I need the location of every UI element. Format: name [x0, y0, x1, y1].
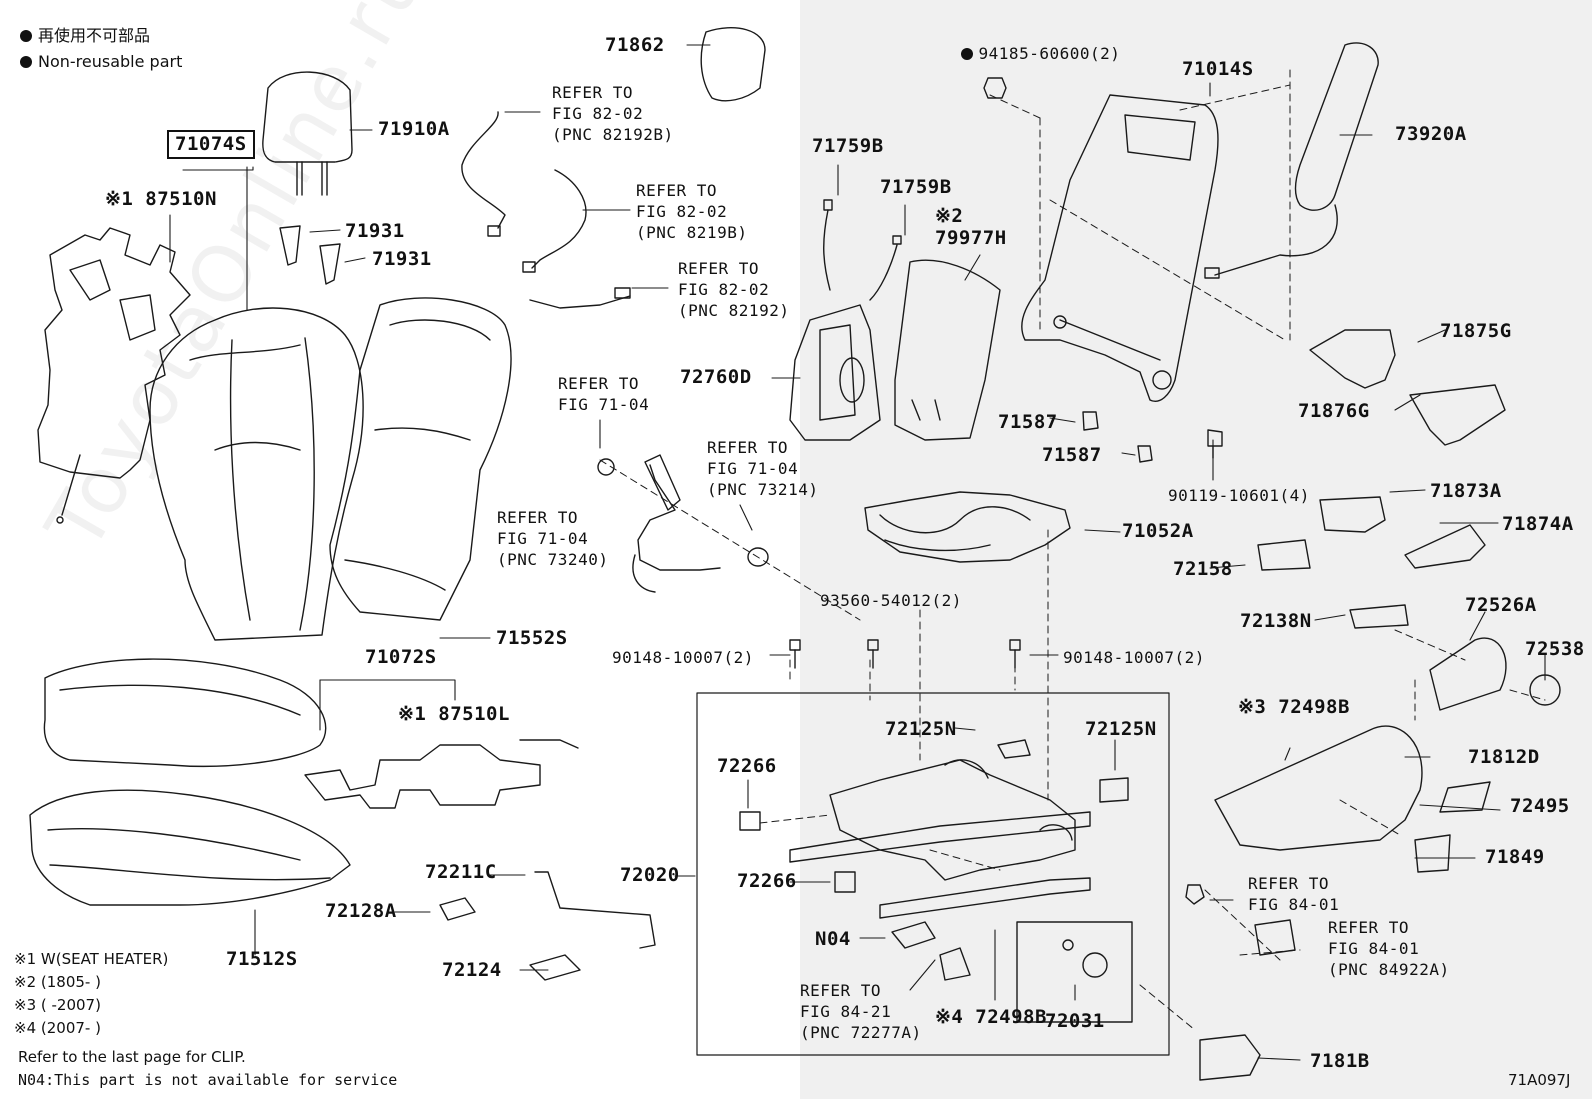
part-label-71876G[interactable]: 71876G [1298, 400, 1370, 422]
part-label-72266[interactable]: 72266 [717, 755, 777, 777]
part-label-72211C[interactable]: 72211C [425, 861, 497, 883]
part-label-72266[interactable]: 72266 [737, 870, 797, 892]
part-label-71759B[interactable]: 71759B [880, 176, 952, 198]
non-reusable-dot-icon [960, 48, 973, 60]
part-label-71874A[interactable]: 71874A [1502, 513, 1574, 535]
reference-82192B[interactable]: REFER TO FIG 82-02 (PNC 82192B) [552, 83, 674, 144]
part-label-71052A[interactable]: 71052A [1122, 520, 1194, 542]
part-label-71873A[interactable]: 71873A [1430, 480, 1502, 502]
part-label-N04[interactable]: N04 [815, 928, 851, 950]
non-reusable-dot-icon [20, 30, 32, 42]
legend-line-1: 再使用不可部品 [20, 28, 150, 44]
cushion-cover [43, 658, 327, 767]
footnote-3: ※3 ( -2007) [14, 996, 101, 1014]
part-label-94185[interactable]: 94185-60600(2) [920, 22, 1120, 85]
part-label-71552S[interactable]: 71552S [496, 627, 568, 649]
part-label-71759B[interactable]: 71759B [812, 135, 884, 157]
reference-71-04[interactable]: REFER TO FIG 71-04 [558, 374, 650, 414]
part-label-71812D[interactable]: 71812D [1468, 746, 1540, 768]
part-label-71875G[interactable]: 71875G [1440, 320, 1512, 342]
part-label-93560[interactable]: 93560-54012(2) [820, 591, 962, 610]
part-label-72031[interactable]: 72031 [1045, 1010, 1105, 1032]
part-label-72125N[interactable]: 72125N [1085, 718, 1157, 740]
non-reusable-dot-icon [20, 56, 32, 68]
part-label-71587[interactable]: 71587 [998, 411, 1058, 433]
seatback-frame [1021, 94, 1219, 402]
part-label-72128A[interactable]: 72128A [325, 900, 397, 922]
footnote-1: ※1 W(SEAT HEATER) [14, 950, 169, 968]
part-label-71931[interactable]: 71931 [345, 220, 405, 242]
part-label-87510L[interactable]: ※1 87510L [398, 703, 510, 725]
part-label-72138N[interactable]: 72138N [1240, 610, 1312, 632]
reference-84922A[interactable]: REFER TO FIG 84-01 (PNC 84922A) [1328, 918, 1450, 979]
footnote-2: ※2 (1805- ) [14, 973, 101, 991]
small-fasteners [597, 77, 1561, 905]
part-label-71014S[interactable]: 71014S [1182, 58, 1254, 80]
dashed-alignment-lines [599, 69, 1546, 1031]
part-label-71512S[interactable]: 71512S [226, 948, 298, 970]
part-label-72124[interactable]: 72124 [442, 959, 502, 981]
part-label-71849[interactable]: 71849 [1485, 846, 1545, 868]
leader-lines [169, 44, 1546, 1061]
part-label-87510N[interactable]: ※1 87510N [105, 188, 217, 210]
heater-mat-cushion [304, 739, 579, 809]
heater-mat-back [37, 227, 191, 524]
part-label-72495[interactable]: 72495 [1510, 795, 1570, 817]
brackets [439, 329, 1507, 1081]
part-label-72020[interactable]: 72020 [620, 864, 680, 886]
part-label-72760D[interactable]: 72760D [680, 366, 752, 388]
seatback-pad [329, 297, 512, 621]
belt-buckle [644, 454, 681, 511]
seatback-cover [149, 307, 364, 641]
reference-72277A[interactable]: REFER TO FIG 84-21 (PNC 72277A) [800, 981, 922, 1042]
reference-8219B[interactable]: REFER TO FIG 82-02 (PNC 8219B) [636, 181, 748, 242]
part-label-72498B[interactable]: ※3 72498B [1238, 696, 1350, 718]
cushion-pad [29, 789, 351, 906]
part-label-73920A[interactable]: 73920A [1395, 123, 1467, 145]
back-cover [700, 26, 766, 102]
part-label-72538[interactable]: 72538 [1525, 638, 1585, 660]
lumbar-support [789, 199, 902, 441]
part-label-71587[interactable]: 71587 [1042, 444, 1102, 466]
n04-note: N04:This part is not available for servi… [18, 1071, 398, 1089]
part-label-71074S[interactable]: 71074S [167, 130, 255, 159]
part-label-90148[interactable]: 90148-10007(2) [612, 648, 754, 667]
clip-note: Refer to the last page for CLIP. [18, 1048, 246, 1066]
part-label-72498B[interactable]: ※4 72498B [935, 1006, 1047, 1028]
part-label-72158[interactable]: 72158 [1173, 558, 1233, 580]
part-label-72526A[interactable]: 72526A [1465, 594, 1537, 616]
part-label-7181B[interactable]: 7181B [1310, 1050, 1370, 1072]
wire-harnesses [461, 111, 721, 593]
cushion-spring [864, 491, 1071, 563]
footnote-4: ※4 (2007- ) [14, 1019, 101, 1037]
reference-84-01[interactable]: REFER TO FIG 84-01 [1248, 874, 1340, 914]
part-label-90119[interactable]: 90119-10601(4) [1168, 486, 1310, 505]
back-board [894, 259, 1001, 441]
headrest-shape [262, 71, 353, 196]
part-label-72125N[interactable]: 72125N [885, 718, 957, 740]
reference-73214[interactable]: REFER TO FIG 71-04 (PNC 73214) [707, 438, 819, 499]
part-label-71931[interactable]: 71931 [372, 248, 432, 270]
legend-line-2: Non-reusable part [20, 54, 182, 70]
part-label-71862[interactable]: 71862 [605, 34, 665, 56]
reference-82192[interactable]: REFER TO FIG 82-02 (PNC 82192) [678, 259, 790, 320]
seat-track-box [696, 692, 1170, 1056]
headrest-guides [279, 225, 341, 285]
part-label-90148[interactable]: 90148-10007(2) [1063, 648, 1205, 667]
seat-track-frame [789, 759, 1133, 1023]
part-label-71910A[interactable]: 71910A [378, 118, 450, 140]
part-label-79977H[interactable]: ※2 79977H [935, 205, 1007, 249]
left-panel-background [0, 0, 800, 1099]
reference-73240[interactable]: REFER TO FIG 71-04 (PNC 73240) [497, 508, 609, 569]
side-airbag [1204, 42, 1379, 279]
part-label-71072S[interactable]: 71072S [365, 646, 437, 668]
figure-code: 71A097J [1508, 1071, 1571, 1089]
